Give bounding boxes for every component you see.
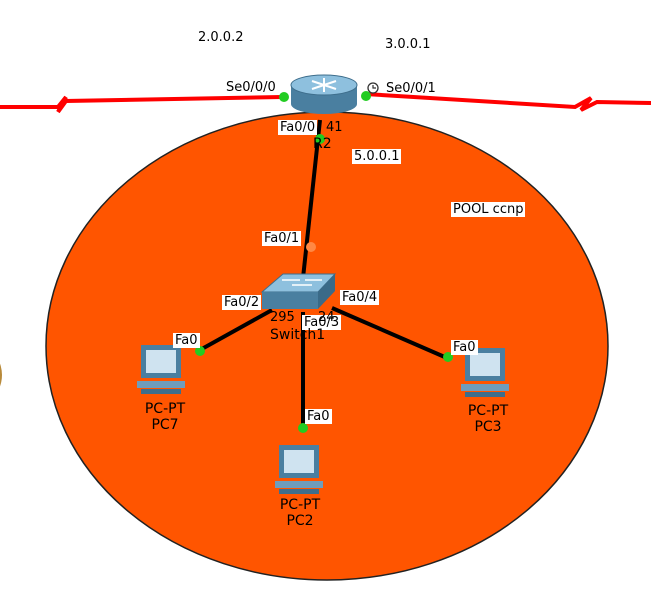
port-status-dot — [315, 134, 325, 144]
pc-type-label: PC-PT — [467, 403, 509, 419]
port-label-se000: Se0/0/0 — [224, 80, 278, 95]
port-label-se001: Se0/0/1 — [386, 81, 436, 96]
pc-icon[interactable] — [275, 445, 323, 494]
pc2-label: PC-PT PC2 — [270, 497, 330, 529]
link-r2-switch1[interactable] — [301, 119, 322, 279]
port-status-dot — [195, 346, 205, 356]
port-label-pc7-fa0: Fa0 — [173, 333, 200, 348]
pc-name-label: PC2 — [286, 513, 314, 529]
serial-link-right[interactable] — [364, 92, 651, 112]
router-name: R2 — [313, 136, 332, 152]
port-label-switch-fa02: Fa0/2 — [222, 295, 262, 310]
port-label-switch-fa04: Fa0/4 — [340, 290, 380, 305]
port-label-r2-fa00: Fa0/0 — [278, 120, 318, 135]
router-icon[interactable] — [290, 74, 358, 114]
switch-name: Switch1 — [270, 327, 326, 343]
router-model-fragment: 41 — [326, 120, 343, 135]
clock-icon — [367, 82, 379, 94]
pool-label: POOL ccnp — [451, 202, 526, 217]
switch-icon[interactable] — [260, 273, 337, 309]
adjacent-area-shape — [0, 363, 2, 387]
pc-icon[interactable] — [137, 345, 185, 394]
port-status-dot — [443, 352, 453, 362]
switch-model-fragment-right: 24 — [318, 310, 335, 325]
port-label-switch-fa03: Fa0/3 — [302, 315, 342, 330]
port-label-pc2-fa0: Fa0 — [305, 409, 332, 424]
link-switch1-pc3[interactable] — [331, 306, 448, 360]
port-status-dot — [279, 92, 289, 102]
network-label-right: 3.0.0.1 — [385, 37, 431, 52]
port-status-dot — [306, 242, 316, 252]
pc-name-label: PC3 — [474, 419, 502, 435]
pc3-label: PC-PT PC3 — [458, 403, 518, 435]
port-status-dot — [298, 423, 308, 433]
link-switch1-pc7[interactable] — [199, 308, 273, 352]
serial-link-left[interactable] — [0, 95, 283, 114]
port-status-dot — [361, 91, 371, 101]
pc-name-label: PC7 — [151, 417, 179, 433]
pc7-label: PC-PT PC7 — [135, 401, 195, 433]
pc-type-label: PC-PT — [279, 497, 321, 513]
port-label-switch-fa01: Fa0/1 — [262, 231, 302, 246]
port-label-pc3-fa0: Fa0 — [451, 340, 478, 355]
lan-address-label: 5.0.0.1 — [352, 149, 402, 164]
network-label-left: 2.0.0.2 — [198, 30, 244, 45]
pc-icon[interactable] — [461, 348, 509, 397]
pc-type-label: PC-PT — [144, 401, 186, 417]
switch-model-fragment-left: 295 — [270, 310, 295, 325]
